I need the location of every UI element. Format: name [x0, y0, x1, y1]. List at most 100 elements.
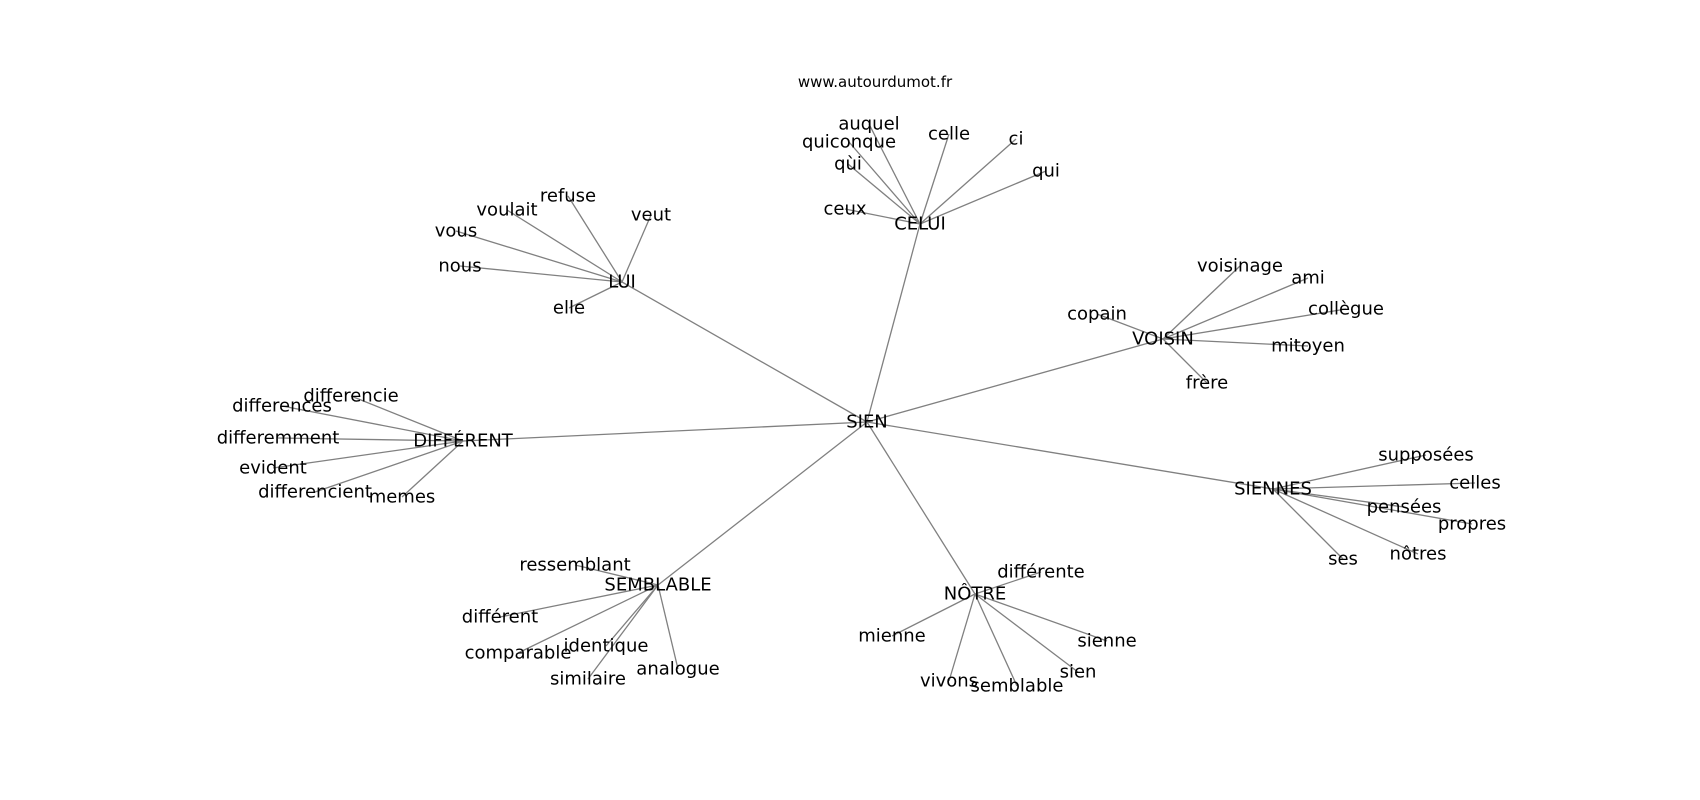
node-differencie: differencie	[303, 386, 398, 407]
edge-notre-sien	[974, 593, 1079, 673]
edge-semblable-ressemblant	[574, 564, 659, 586]
node-mitoyen: mitoyen	[1271, 336, 1345, 357]
node-evident: evident	[239, 458, 307, 479]
node-differences: differences	[232, 396, 332, 417]
nodes-group: SIENLUICELUIVOISINDIFFÉRENTSIENNESSEMBLA…	[217, 114, 1506, 697]
edge-celui-ci	[919, 138, 1017, 225]
node-lui: LUI	[608, 272, 636, 293]
node-identique: identique	[564, 636, 649, 657]
node-qui: qui	[1032, 161, 1060, 182]
edge-different-differencient	[314, 440, 464, 493]
node-differencient: differencient	[258, 482, 372, 503]
edge-different-memes	[401, 440, 464, 498]
edge-sien-different	[462, 421, 868, 442]
edge-celui-qui	[919, 170, 1047, 225]
edge-voisin-mitoyen	[1162, 338, 1309, 347]
edge-celui-auquel	[868, 123, 921, 225]
edge-siennes-propres	[1272, 488, 1473, 525]
node-mienne: mienne	[858, 626, 926, 647]
edge-celui-ceux	[844, 208, 921, 225]
edge-semblable-comparable	[517, 584, 659, 654]
node-memes: memes	[369, 487, 436, 508]
node-siennes: SIENNES	[1234, 479, 1312, 500]
node-comparable: comparable	[465, 643, 572, 664]
edge-semblable-analogue	[657, 584, 679, 670]
edge-sien-semblable	[657, 421, 868, 586]
node-elle: elle	[553, 298, 585, 319]
edge-lui-vous	[455, 230, 623, 283]
edge-celui-qui	[847, 163, 921, 225]
edge-semblable-different	[499, 584, 659, 618]
edge-notre-semblable	[974, 593, 1018, 687]
node-propres: propres	[1438, 514, 1506, 535]
edge-voisin-frere	[1162, 338, 1208, 384]
edge-semblable-similaire	[587, 584, 659, 680]
node-ci: ci	[1009, 129, 1024, 150]
node-refuse: refuse	[540, 186, 596, 207]
edge-celui-celle	[919, 133, 950, 225]
node-supposees: supposées	[1378, 445, 1474, 466]
node-semblable: semblable	[971, 676, 1064, 697]
edge-sien-celui	[866, 223, 921, 423]
node-sienne: sienne	[1077, 631, 1136, 652]
edge-notre-mienne	[891, 593, 976, 637]
node-ses: ses	[1328, 549, 1358, 570]
node-analogue: analogue	[636, 659, 719, 680]
node-semblable: SEMBLABLE	[604, 575, 711, 596]
node-notres: nôtres	[1390, 544, 1447, 565]
node-veut: veut	[631, 205, 671, 226]
edge-lui-elle	[568, 281, 623, 309]
edge-different-evident	[272, 440, 464, 469]
node-ami: ami	[1291, 268, 1325, 289]
node-voisinage: voisinage	[1197, 256, 1283, 277]
node-celles: celles	[1449, 473, 1500, 494]
node-voulait: voulait	[476, 200, 537, 221]
node-different: différent	[462, 607, 538, 628]
node-vous: vous	[435, 221, 477, 242]
node-differemment: differemment	[217, 428, 340, 449]
edge-different-differemment	[277, 437, 464, 442]
edge-lui-voulait	[506, 209, 623, 283]
edge-notre-differente	[974, 571, 1042, 595]
node-auquel: auquel	[838, 114, 899, 135]
edge-lui-veut	[621, 214, 652, 283]
edge-sien-siennes	[866, 421, 1274, 490]
edge-celui-quiconque	[848, 141, 921, 225]
node-copain: copain	[1067, 304, 1127, 325]
node-different: DIFFÉRENT	[413, 430, 514, 452]
edge-voisin-voisinage	[1162, 265, 1241, 340]
node-frere: frère	[1186, 373, 1229, 394]
node-celle: celle	[928, 124, 970, 145]
edge-different-differencie	[350, 395, 464, 442]
node-differente: différente	[997, 562, 1085, 583]
edge-lui-nous	[459, 265, 623, 283]
edge-voisin-collegue	[1162, 308, 1347, 340]
edge-lui-refuse	[567, 195, 623, 283]
node-celui: CELUI	[894, 214, 946, 235]
node-nous: nous	[438, 256, 481, 277]
node-vivons: vivons	[920, 671, 978, 692]
edges-group	[272, 123, 1476, 687]
edge-different-differences	[281, 405, 464, 442]
edge-sien-notre	[866, 421, 976, 595]
node-qui: qùi	[834, 154, 862, 175]
node-quiconque: quiconque	[802, 132, 896, 153]
edge-siennes-pensees	[1272, 488, 1405, 508]
node-ressemblant: ressemblant	[519, 555, 630, 576]
edge-voisin-copain	[1096, 313, 1164, 340]
edge-siennes-ses	[1272, 488, 1344, 560]
edge-notre-sienne	[974, 593, 1108, 642]
edge-siennes-supposees	[1272, 454, 1427, 490]
node-similaire: similaire	[550, 669, 626, 690]
edge-voisin-ami	[1162, 277, 1309, 340]
edge-siennes-celles	[1272, 482, 1476, 490]
edge-sien-lui	[621, 281, 868, 423]
node-voisin: VOISIN	[1132, 329, 1194, 350]
edge-notre-vivons	[948, 593, 976, 682]
node-ceux: ceux	[823, 199, 866, 220]
node-sien: sien	[1060, 662, 1097, 683]
node-pensees: pensées	[1367, 497, 1442, 518]
edge-siennes-notres	[1272, 488, 1419, 555]
